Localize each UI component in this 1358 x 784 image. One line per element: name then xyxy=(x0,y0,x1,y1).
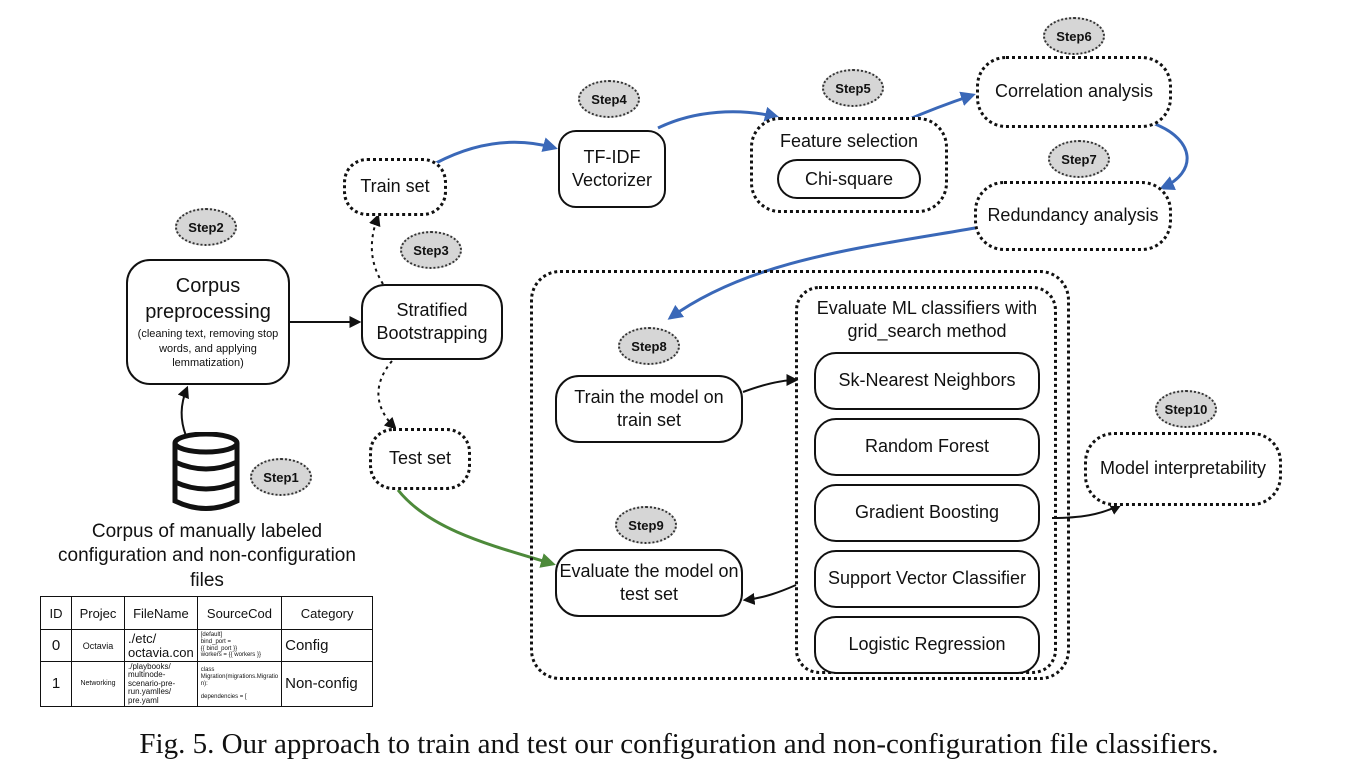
table-cell: Non-config xyxy=(281,661,374,707)
arrow-trainmodel-to-classifiers xyxy=(742,374,799,393)
source-code-text: [default] bind_port = {{ bind_port }} wo… xyxy=(200,631,261,659)
table-cell: Networking xyxy=(71,661,125,707)
arrow-trainset-to-tfidf xyxy=(435,137,558,165)
step10-badge: Step10 xyxy=(1155,390,1217,428)
table-cell: class Migration(migrations.Migratio n): … xyxy=(196,661,283,707)
classifier-random-forest-label: Random Forest xyxy=(864,436,990,457)
chi-square-box: Chi-square xyxy=(777,159,921,200)
arrow-database-to-preprocessing xyxy=(177,385,189,437)
table-header-cell: Category xyxy=(281,596,374,630)
table-cell: ./playbooks/ multinode-scenario-pre-run.… xyxy=(124,661,198,707)
step8-badge: Step8 xyxy=(618,327,680,365)
test-set-label: Test set xyxy=(388,448,452,469)
model-interpretability-label: Model interpretability xyxy=(1099,458,1267,479)
arrow-stratified-to-testset xyxy=(377,360,397,430)
database-label: Corpus of manually labeled configuration… xyxy=(58,521,356,591)
test-set-box: Test set xyxy=(369,428,471,490)
feature-selection-box: Feature selection Chi-square xyxy=(750,117,948,213)
classifiers-heading: Evaluate ML classifiers with grid_search… xyxy=(816,298,1038,342)
classifier-svc: Support Vector Classifier xyxy=(814,550,1040,608)
table-header-cell: SourceCod xyxy=(196,596,283,630)
classifier-gradient-boosting-label: Gradient Boosting xyxy=(854,502,1000,523)
table-header-cell: ID xyxy=(40,596,72,630)
step1-badge: Step1 xyxy=(250,458,312,496)
corpus-preprocessing-detail: (cleaning text, removing stop words, and… xyxy=(137,327,279,370)
arrow-classifiers-to-evaluate xyxy=(742,584,797,605)
corpus-preprocessing-title: Corpus xyxy=(175,274,241,297)
table-cell: Octavia xyxy=(71,629,125,662)
step4-badge: Step4 xyxy=(578,80,640,118)
chi-square-label: Chi-square xyxy=(804,168,894,189)
train-model-box: Train the model on train set xyxy=(555,375,743,443)
correlation-analysis-box: Correlation analysis xyxy=(976,56,1172,128)
arrow-classifiers-to-interpretability xyxy=(1051,503,1123,519)
arrow-redundancy-to-trainmodel xyxy=(667,226,976,320)
classifier-gradient-boosting: Gradient Boosting xyxy=(814,484,1040,542)
step5-badge: Step5 xyxy=(822,69,884,107)
classifier-logistic-regression-label: Logistic Regression xyxy=(848,634,1006,655)
table-cell: 1 xyxy=(40,661,72,707)
evaluation-group xyxy=(530,270,1070,680)
corpus-table: ID Projec FileName SourceCod Category 0 … xyxy=(40,596,374,707)
database-icon xyxy=(172,432,240,511)
classifier-knn: Sk-Nearest Neighbors xyxy=(814,352,1040,410)
stratified-bootstrapping-label: Stratified Bootstrapping xyxy=(376,299,488,343)
table-cell: ./etc/ octavia.con xyxy=(124,629,198,662)
figure-caption: Fig. 5. Our approach to train and test o… xyxy=(139,728,1219,760)
step2-badge: Step2 xyxy=(175,208,237,246)
train-set-box: Train set xyxy=(343,158,447,216)
step9-badge: Step9 xyxy=(615,506,677,544)
evaluate-model-box: Evaluate the model on test set xyxy=(555,549,743,617)
stratified-bootstrapping-box: Stratified Bootstrapping xyxy=(361,284,503,360)
arrow-correlation-to-redundancy xyxy=(1154,122,1189,190)
arrow-tfidf-to-feature xyxy=(657,106,780,130)
classifier-knn-label: Sk-Nearest Neighbors xyxy=(838,370,1016,391)
table-cell: Config xyxy=(281,629,374,662)
classifier-random-forest: Random Forest xyxy=(814,418,1040,476)
classifier-logistic-regression: Logistic Regression xyxy=(814,616,1040,674)
table-cell: 0 xyxy=(40,629,72,662)
corpus-preprocessing-subtitle: preprocessing xyxy=(145,300,271,323)
step3-badge: Step3 xyxy=(400,231,462,269)
train-model-label: Train the model on train set xyxy=(574,386,724,430)
train-set-label: Train set xyxy=(360,176,430,197)
table-row: 0 Octavia ./etc/ octavia.con [default] b… xyxy=(40,629,374,662)
redundancy-analysis-box: Redundancy analysis xyxy=(974,181,1172,251)
classifier-svc-label: Support Vector Classifier xyxy=(827,568,1027,589)
redundancy-analysis-label: Redundancy analysis xyxy=(987,205,1159,226)
evaluate-model-label: Evaluate the model on test set xyxy=(559,560,739,604)
table-header-row: ID Projec FileName SourceCod Category xyxy=(40,596,374,630)
table-header-cell: FileName xyxy=(124,596,198,630)
correlation-analysis-label: Correlation analysis xyxy=(994,81,1154,102)
tfidf-vectorizer-box: TF-IDF Vectorizer xyxy=(558,130,666,208)
corpus-preprocessing-box: Corpus preprocessing (cleaning text, rem… xyxy=(126,259,290,385)
step7-badge: Step7 xyxy=(1048,140,1110,178)
table-row: 1 Networking ./playbooks/ multinode-scen… xyxy=(40,661,374,707)
tfidf-vectorizer-label: TF-IDF Vectorizer xyxy=(571,146,653,190)
table-header-cell: Projec xyxy=(71,596,125,630)
model-interpretability-box: Model interpretability xyxy=(1084,432,1282,506)
source-code-text: class Migration(migrations.Migratio n): … xyxy=(200,666,279,701)
arrow-stratified-to-trainset xyxy=(369,213,384,285)
table-cell: [default] bind_port = {{ bind_port }} wo… xyxy=(196,629,283,662)
step6-badge: Step6 xyxy=(1043,17,1105,55)
feature-selection-label: Feature selection xyxy=(779,131,919,151)
